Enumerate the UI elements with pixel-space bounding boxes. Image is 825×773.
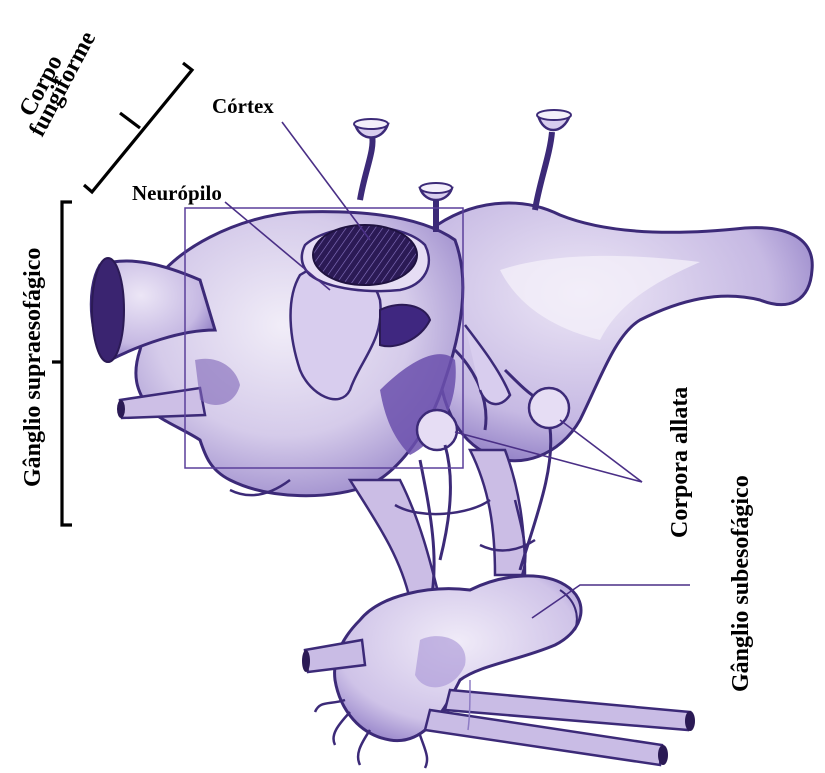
left-nerve-opening	[92, 258, 124, 362]
ocellus-1	[354, 119, 388, 200]
label-neuropilo: Neurópilo	[132, 181, 222, 205]
left-nerve-stub	[120, 388, 205, 418]
connective-right	[470, 450, 525, 575]
ocellus-2	[535, 110, 571, 210]
corpo-fungiforme-bracket	[84, 63, 192, 192]
corpora-leader-line-2	[560, 420, 642, 482]
sub-nerve-left	[305, 640, 365, 672]
label-ganglio-supraesofagico: Gânglio supraesofágico	[20, 248, 46, 487]
label-cortex: Córtex	[212, 94, 274, 118]
ganglio-supra-bracket	[52, 202, 72, 525]
label-ganglio-subesofagico: Gânglio subesofágico	[728, 475, 754, 692]
label-corpora-allata: Corpora allata	[667, 387, 693, 538]
